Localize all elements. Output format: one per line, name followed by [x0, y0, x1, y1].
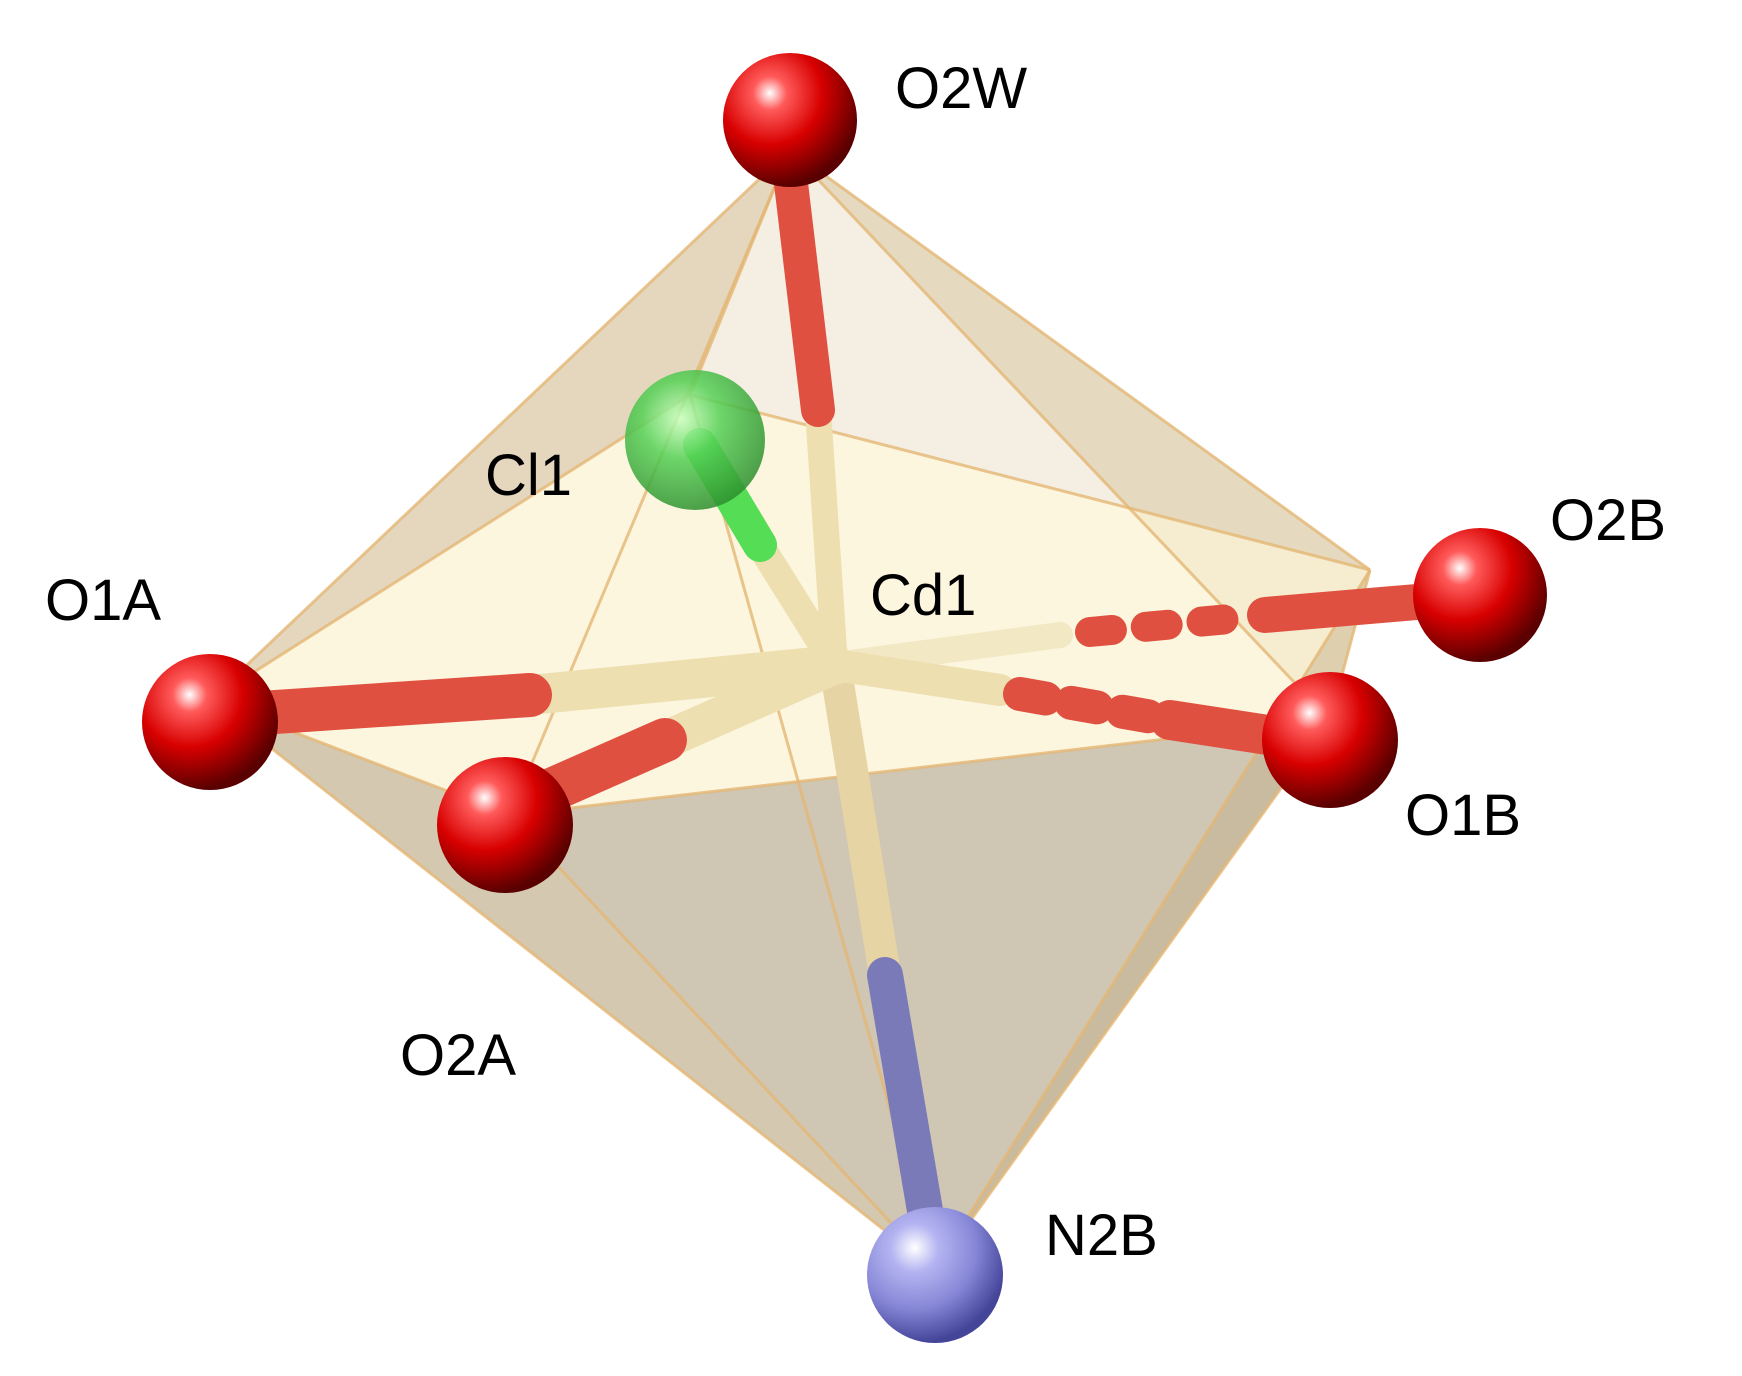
- label-cd1: Cd1: [870, 563, 976, 628]
- face-bottom-center: [510, 720, 1330, 1270]
- label-cl1: Cl1: [485, 443, 572, 508]
- label-o2w: O2W: [895, 56, 1027, 121]
- atom-labels: O2W Cl1 Cd1 O2B O1A O1B O2A N2B: [45, 56, 1666, 1268]
- label-o1a: O1A: [45, 568, 161, 633]
- atom-cl1: [625, 370, 765, 510]
- atom-o2w: [723, 53, 857, 187]
- bond-cd1-o2w-oxygen: [773, 158, 835, 427]
- atom-o2a: [437, 757, 573, 893]
- bond-cd1-o2a-oxygen: [518, 718, 687, 817]
- label-o2a: O2A: [400, 1023, 516, 1088]
- label-n2b: N2B: [1045, 1203, 1158, 1268]
- label-o2b: O2B: [1550, 488, 1666, 553]
- bond-cd1-o1b-dashed: [1003, 677, 1187, 737]
- atoms: [142, 53, 1547, 1343]
- atom-o1a: [142, 654, 278, 790]
- bond-cd1-n2b-nitrogen: [867, 957, 948, 1258]
- bond-cd1-o2w-metal: [805, 397, 848, 678]
- bond-cd1-o1a-oxygen: [208, 673, 552, 737]
- bond-cd1-cl1-metal: [746, 531, 849, 679]
- bonds: [208, 158, 1458, 1258]
- label-o1b: O1B: [1405, 783, 1521, 848]
- bond-cd1-n2b-metal: [819, 649, 901, 991]
- bond-cd1-o2a-metal: [646, 646, 854, 759]
- atom-n2b: [867, 1207, 1003, 1343]
- atom-o2b: [1413, 528, 1547, 662]
- atom-o1b: [1262, 672, 1398, 808]
- polyhedron-edges: [208, 148, 1372, 1272]
- bond-cd1-o2b-oxygen: [1247, 582, 1458, 633]
- bond-cd1-o1b-metal: [819, 649, 1016, 706]
- bond-cd1-o2b-dashed: [1075, 603, 1255, 647]
